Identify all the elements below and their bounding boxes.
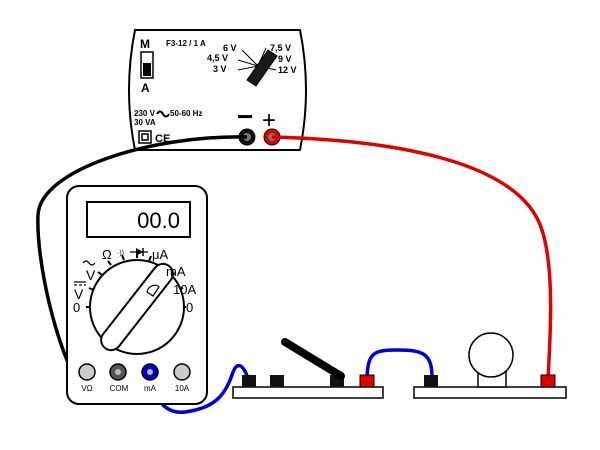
dial-10a: 10A (173, 282, 196, 297)
power-supply: M A F3-12 / 1 A 6 V 4,5 V 3 V 7,5 V 9 V … (128, 29, 307, 151)
mode-switch-knob[interactable] (143, 63, 151, 76)
lamp-terminal-black[interactable] (424, 375, 438, 387)
switch-terminal-red[interactable] (359, 374, 375, 388)
dial-vdc: V (74, 286, 84, 302)
voltage-4-5v: 4,5 V (207, 53, 228, 63)
jack-label-vohm: VΩ (81, 384, 92, 393)
double-insulation-icon (138, 130, 152, 144)
voltage-12v: 12 V (278, 65, 297, 75)
rating-voltage: 230 V (134, 109, 156, 118)
dial-ma: mA (166, 264, 186, 279)
dc-symbol-icon (74, 281, 86, 286)
voltage-selector[interactable] (237, 47, 278, 87)
jack-label-10a: 10A (175, 384, 190, 393)
red-wire[interactable] (271, 135, 553, 381)
jack-10a[interactable] (173, 363, 191, 381)
dial-ua: μA (152, 247, 168, 262)
lamp-board-base (413, 386, 567, 399)
voltage-6v: 6 V (223, 43, 237, 53)
mode-label-m: M (140, 37, 150, 51)
multimeter-display (86, 201, 191, 238)
ac-tilde-icon (82, 260, 96, 266)
lamp-terminal-red[interactable] (540, 374, 556, 388)
dial-vac: V (86, 267, 96, 283)
switch-terminal-1[interactable] (242, 375, 256, 387)
jack-label-com: COM (110, 384, 129, 393)
ac-wave-icon (156, 110, 170, 118)
blue-wire-bridge[interactable] (365, 348, 434, 379)
switch-board (232, 338, 384, 399)
dial-pointer (146, 284, 160, 297)
jack-vohm[interactable] (78, 363, 96, 381)
minus-sign: − (237, 101, 253, 132)
rating-power: 30 VA (134, 118, 156, 127)
switch-board-base (232, 386, 384, 399)
lamp-board (413, 332, 567, 399)
diode-icon (130, 248, 148, 256)
multimeter: 00.0 0 0 10A mA μA Ω ·)) (66, 185, 208, 405)
voltage-selector-knob[interactable] (246, 49, 278, 87)
voltage-9v: 9 V (278, 54, 292, 64)
mode-label-a: A (141, 81, 150, 95)
lamp-bulb (468, 332, 514, 378)
rating-frequency: 50-60 Hz (170, 109, 202, 118)
voltage-3v: 3 V (213, 64, 227, 74)
dial-continuity: ·)) (117, 250, 124, 257)
dial-ohm: Ω (102, 247, 112, 262)
voltage-7-5v: 7,5 V (270, 43, 291, 53)
dial-zero-left: 0 (73, 300, 80, 315)
jack-label-ma: mA (144, 384, 157, 393)
display-reading: 00.0 (137, 208, 180, 233)
dial-zero-right: 0 (186, 300, 193, 315)
plus-sign: + (262, 107, 276, 134)
switch-lever[interactable] (281, 338, 345, 380)
model-label: F3-12 / 1 A (166, 39, 206, 48)
switch-terminal-2[interactable] (270, 375, 284, 387)
